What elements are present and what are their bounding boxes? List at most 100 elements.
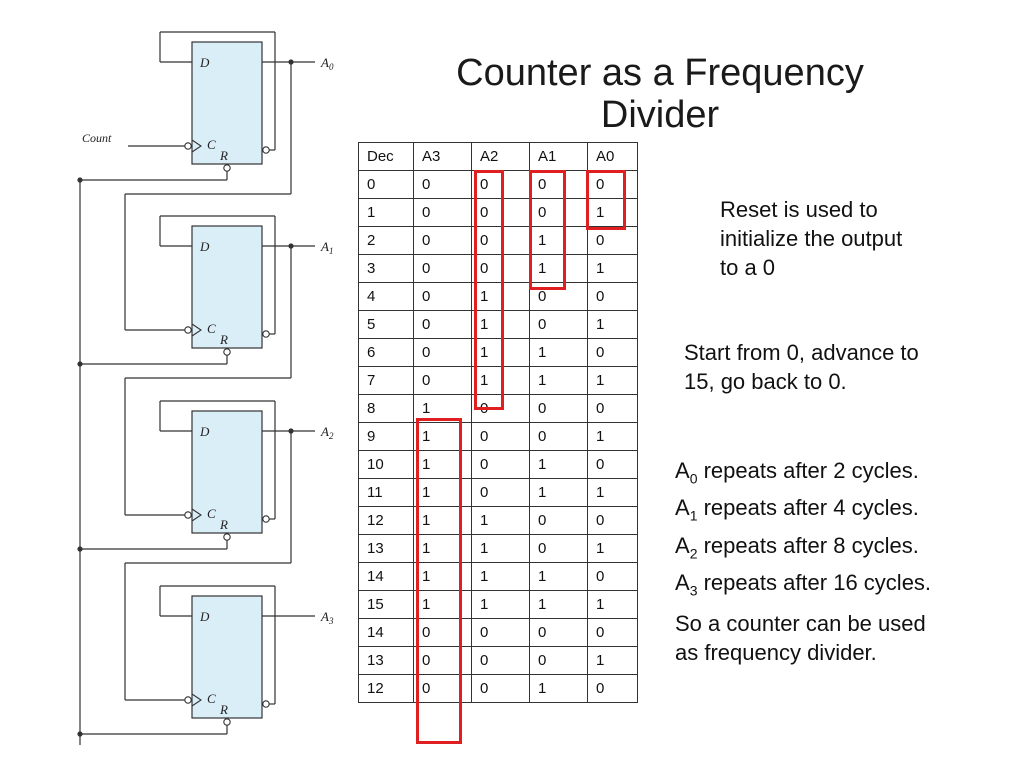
table-cell: 0 bbox=[471, 646, 530, 675]
start-note-line: 15, go back to 0. bbox=[684, 369, 847, 394]
table-cell: 0 bbox=[529, 170, 588, 199]
inversion-bubble bbox=[184, 142, 192, 150]
clock-input-label: C bbox=[207, 321, 216, 336]
table-cell: 1 bbox=[471, 562, 530, 591]
table-cell: 0 bbox=[413, 170, 472, 199]
d-input-label: D bbox=[199, 424, 210, 439]
repeat-line: A2 repeats after 8 cycles. bbox=[675, 532, 919, 562]
table-cell: 0 bbox=[471, 198, 530, 227]
table-cell: 0 bbox=[587, 506, 638, 535]
table-cell: 1 bbox=[471, 506, 530, 535]
conclusion-line: So a counter can be used bbox=[675, 611, 926, 636]
table-cell: 0 bbox=[587, 562, 638, 591]
table-cell: 0 bbox=[413, 282, 472, 311]
table-cell: 1 bbox=[587, 478, 638, 507]
output-label: A2 bbox=[320, 424, 334, 441]
table-cell: 1 bbox=[587, 310, 638, 339]
table-cell: 0 bbox=[529, 394, 588, 423]
table-cell: 0 bbox=[587, 226, 638, 255]
table-cell: 0 bbox=[413, 338, 472, 367]
table-cell: 0 bbox=[471, 618, 530, 647]
table-cell: 0 bbox=[413, 366, 472, 395]
table-cell: 0 bbox=[471, 394, 530, 423]
table-cell: 1 bbox=[587, 590, 638, 619]
repeat-line: A3 repeats after 16 cycles. bbox=[675, 570, 932, 599]
output-label: A0 bbox=[320, 55, 334, 72]
table-cell: 1 bbox=[413, 562, 472, 591]
table-cell: 0 bbox=[413, 254, 472, 283]
table-cell: 4 bbox=[358, 282, 414, 311]
table-cell: 1 bbox=[413, 590, 472, 619]
table-cell: 0 bbox=[529, 422, 588, 451]
d-input-label: D bbox=[199, 609, 210, 624]
table-cell: 0 bbox=[587, 170, 638, 199]
reset-input-label: R bbox=[219, 517, 228, 532]
reset-bubble bbox=[223, 533, 231, 541]
q-bar-bubble bbox=[262, 330, 270, 338]
reset-input-label: R bbox=[219, 148, 228, 163]
reset-bubble bbox=[223, 348, 231, 356]
column-header: A1 bbox=[529, 142, 588, 171]
inversion-bubble bbox=[184, 326, 192, 334]
table-cell: 1 bbox=[529, 366, 588, 395]
table-cell: 1 bbox=[413, 534, 472, 563]
table-cell: 1 bbox=[471, 282, 530, 311]
table-cell: 0 bbox=[471, 254, 530, 283]
table-cell: 1 bbox=[529, 590, 588, 619]
table-cell: 0 bbox=[358, 170, 414, 199]
reset-note-line: initialize the output bbox=[720, 226, 903, 251]
table-cell: 0 bbox=[529, 534, 588, 563]
table-cell: 0 bbox=[413, 646, 472, 675]
q-bar-bubble bbox=[262, 700, 270, 708]
clock-edge-symbol bbox=[191, 323, 202, 337]
table-cell: 5 bbox=[358, 310, 414, 339]
clock-input-label: C bbox=[207, 691, 216, 706]
table-cell: 8 bbox=[358, 394, 414, 423]
table-cell: 12 bbox=[358, 506, 414, 535]
table-cell: 1 bbox=[529, 338, 588, 367]
title-line-2: Divider bbox=[600, 94, 720, 136]
table-cell: 0 bbox=[413, 310, 472, 339]
table-cell: 0 bbox=[587, 338, 638, 367]
clock-input-label: C bbox=[207, 137, 216, 152]
table-cell: 12 bbox=[358, 674, 414, 703]
table-cell: 0 bbox=[471, 226, 530, 255]
table-cell: 15 bbox=[358, 590, 414, 619]
start-note-line: Start from 0, advance to bbox=[684, 340, 919, 365]
table-cell: 1 bbox=[587, 366, 638, 395]
table-cell: 13 bbox=[358, 534, 414, 563]
repeat-line: A1 repeats after 4 cycles. bbox=[675, 495, 919, 524]
title-line-1: Counter as a Frequency bbox=[456, 52, 864, 94]
table-cell: 0 bbox=[413, 226, 472, 255]
d-input-label: D bbox=[199, 55, 210, 70]
table-cell: 0 bbox=[471, 170, 530, 199]
table-cell: 1 bbox=[413, 450, 472, 479]
table-cell: 0 bbox=[587, 394, 638, 423]
table-cell: 10 bbox=[358, 450, 414, 479]
table-cell: 0 bbox=[471, 478, 530, 507]
table-cell: 1 bbox=[471, 590, 530, 619]
reset-bubble bbox=[223, 718, 231, 726]
table-cell: 0 bbox=[529, 310, 588, 339]
output-label: A1 bbox=[320, 239, 333, 256]
q-bar-bubble bbox=[262, 146, 270, 154]
table-cell: 1 bbox=[529, 674, 588, 703]
table-cell: 1 bbox=[587, 198, 638, 227]
reset-bubble bbox=[223, 164, 231, 172]
output-label: A3 bbox=[320, 609, 334, 626]
table-cell: 0 bbox=[471, 422, 530, 451]
